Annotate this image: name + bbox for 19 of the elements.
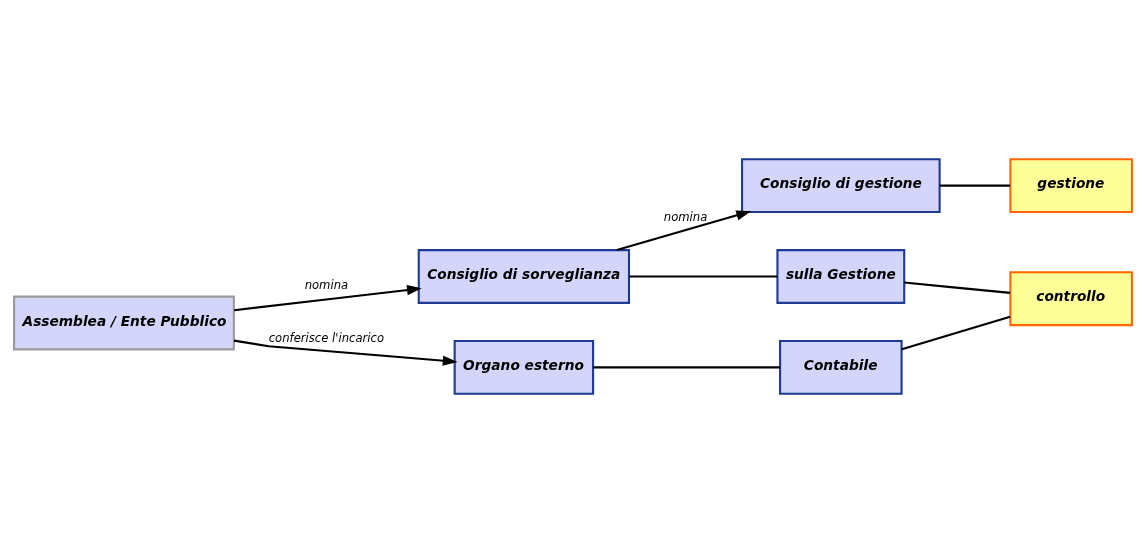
connector: [901, 315, 1011, 351]
connector: [904, 281, 1011, 294]
connector: [593, 366, 781, 369]
arrow: [616, 210, 752, 251]
edge-label: nomina: [304, 277, 349, 292]
node-box: Consiglio di gestione: [741, 158, 941, 214]
edge-label: conferisce l'incarico: [268, 330, 385, 345]
node-box: Organo esterno: [453, 339, 595, 395]
node-box: gestione: [1009, 158, 1133, 214]
node-box: Contabile: [779, 339, 903, 395]
node-box: Consiglio di sorveglianza: [417, 249, 631, 304]
connector: [939, 184, 1011, 187]
arrow: [234, 284, 422, 312]
arrow: [233, 339, 458, 366]
node-box: controllo: [1009, 271, 1133, 327]
edge-label: nomina: [663, 210, 708, 225]
connector: [629, 275, 778, 278]
node-box: Assemblea / Ente Pubblico: [13, 295, 235, 351]
node-box: sulla Gestione: [776, 249, 906, 304]
